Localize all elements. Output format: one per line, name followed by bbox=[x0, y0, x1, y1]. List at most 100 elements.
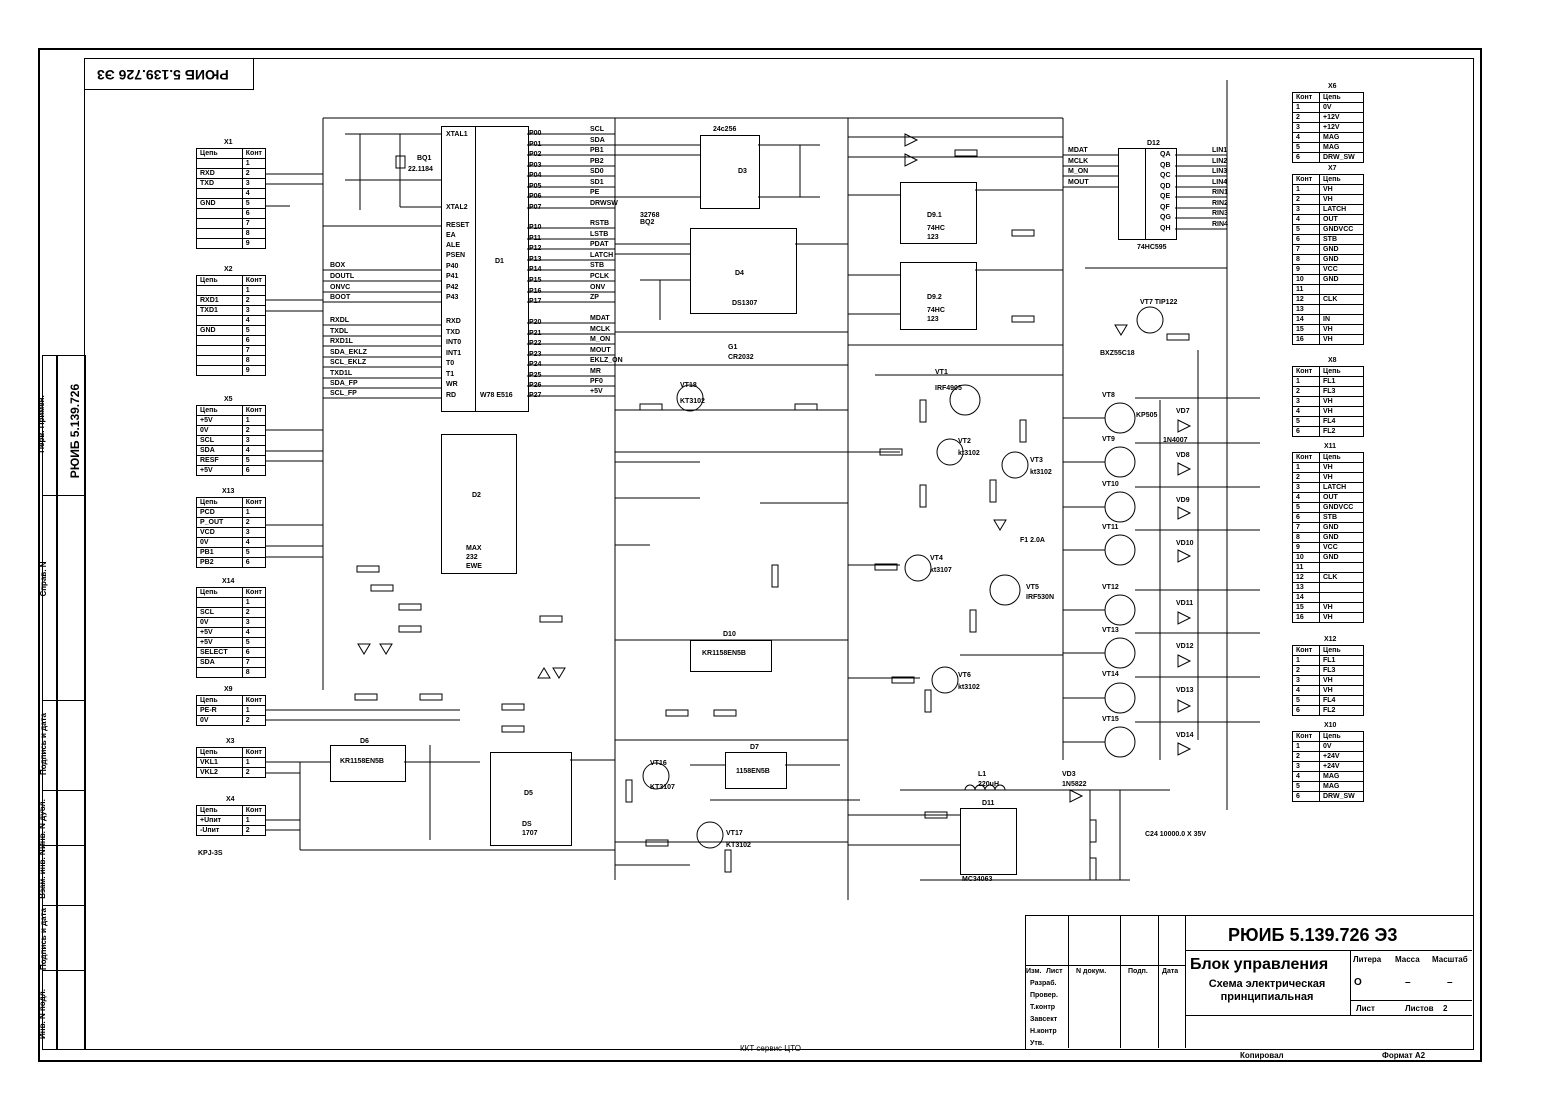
d1-net-right: PB2 bbox=[590, 158, 604, 165]
x1-r5n: 5 bbox=[241, 198, 267, 209]
d1-net-right: PDAT bbox=[590, 241, 609, 248]
x7-h1: Конт bbox=[1292, 174, 1320, 185]
chip-d3 bbox=[700, 135, 760, 209]
d10-ref: D10 bbox=[723, 631, 736, 638]
x7-r10c: GND bbox=[1319, 274, 1364, 285]
x3-h2: Конт bbox=[241, 747, 267, 758]
d12-pin: QD bbox=[1160, 183, 1171, 190]
x6-r1c: 0V bbox=[1319, 102, 1364, 113]
d1-pin-right: P06 bbox=[529, 193, 542, 200]
x7-r15c: VH bbox=[1319, 324, 1364, 335]
x1-r1c bbox=[196, 158, 243, 169]
x3-r1n: 1 bbox=[241, 757, 267, 768]
x13-r3n: 3 bbox=[241, 527, 267, 538]
x11-r1c: VH bbox=[1319, 462, 1364, 473]
d1-pin-left: WR bbox=[446, 381, 458, 388]
x7-r6n: 6 bbox=[1292, 234, 1320, 245]
d12-pin: QB bbox=[1160, 162, 1171, 169]
x7-r12c: CLK bbox=[1319, 294, 1364, 305]
x8-r1c: FL1 bbox=[1319, 376, 1364, 387]
d1-pin-right: P22 bbox=[529, 340, 542, 347]
x2-r3n: 3 bbox=[241, 305, 267, 316]
x11-h1: Конт bbox=[1292, 452, 1320, 463]
fet-label: VT13 bbox=[1102, 627, 1119, 634]
bq1-ref: BQ1 bbox=[417, 155, 432, 162]
x6-r6n: 6 bbox=[1292, 152, 1320, 163]
x11-r15c: VH bbox=[1319, 602, 1364, 613]
diode-label: VD14 bbox=[1176, 732, 1194, 739]
d1-net-left: RXD1L bbox=[330, 338, 353, 345]
vt1-label: VT1 IRF4905 bbox=[935, 369, 962, 392]
title-role: Т.контр bbox=[1030, 1004, 1056, 1011]
x4-r2c: -Uпит bbox=[196, 825, 243, 836]
d3-ref: D3 bbox=[738, 168, 747, 175]
flipped-number-box: РЮИБ 5.139.726 Э3 bbox=[84, 58, 254, 90]
chip-d9-2 bbox=[900, 262, 977, 330]
x13-h2: Конт bbox=[241, 497, 267, 508]
x10-r3c: +24V bbox=[1319, 761, 1364, 772]
side-stamp-column bbox=[56, 355, 86, 1050]
title-row-data: Дата bbox=[1162, 968, 1179, 975]
d6-part: KR1158EN5B bbox=[340, 758, 384, 765]
x1-h1: Цепь bbox=[196, 148, 243, 159]
x6-h2: Цепь bbox=[1319, 92, 1364, 103]
x13-r1c: PCD bbox=[196, 507, 243, 518]
x10-r5c: MAG bbox=[1319, 781, 1364, 792]
vt7-label: VT7 TIP122 bbox=[1140, 299, 1178, 306]
d1-pin-left: RD bbox=[446, 392, 457, 399]
title-copied: Копировал bbox=[1240, 1051, 1284, 1060]
diode-label: VD13 bbox=[1176, 687, 1194, 694]
x7-r14c: IN bbox=[1319, 314, 1364, 325]
x1-r3n: 3 bbox=[241, 178, 267, 189]
title-massa-value: – bbox=[1405, 977, 1411, 988]
x7-r5c: GNDVCC bbox=[1319, 224, 1364, 235]
title-doc-type: Схема электрическая принципиальная bbox=[1208, 978, 1326, 1003]
title-masshtab: Масштаб bbox=[1432, 955, 1468, 964]
title-masshtab-value: – bbox=[1447, 977, 1453, 988]
x14-r4n: 4 bbox=[241, 627, 267, 638]
x11-r3n: 3 bbox=[1292, 482, 1320, 493]
x12-r3n: 3 bbox=[1292, 675, 1320, 686]
d1-pin-right: P12 bbox=[529, 245, 542, 252]
x13-r4c: 0V bbox=[196, 537, 243, 548]
d4-ref: D4 bbox=[735, 270, 744, 277]
x14-r8c bbox=[196, 667, 243, 678]
fet-label: VT9 bbox=[1102, 436, 1115, 443]
d1-pin-right: P04 bbox=[529, 172, 542, 179]
x7-r11c bbox=[1319, 284, 1364, 295]
d9-1-part: 74HC 123 bbox=[927, 225, 945, 241]
d1-pin-right: P03 bbox=[529, 162, 542, 169]
vt16-label: VT16 KT3107 bbox=[650, 760, 675, 791]
d1-net-right: SCL bbox=[590, 126, 604, 133]
x14-ref: X14 bbox=[222, 578, 235, 585]
x2-r7c bbox=[196, 345, 243, 356]
x6-r2c: +12V bbox=[1319, 112, 1364, 123]
x12-r1c: FL1 bbox=[1319, 655, 1364, 666]
title-format: Формат А2 bbox=[1382, 1051, 1426, 1060]
x14-r3c: 0V bbox=[196, 617, 243, 628]
x11-r14n: 14 bbox=[1292, 592, 1320, 603]
chip-d10 bbox=[690, 640, 772, 672]
x6-r4c: MAG bbox=[1319, 132, 1364, 143]
fet-label: VT11 bbox=[1102, 524, 1119, 531]
x12-r6n: 6 bbox=[1292, 705, 1320, 716]
x14-r1c bbox=[196, 597, 243, 608]
d1-net-right: M_ON bbox=[590, 336, 611, 343]
side-div-5 bbox=[42, 905, 84, 906]
x7-r16c: VH bbox=[1319, 334, 1364, 345]
x8-r2n: 2 bbox=[1292, 386, 1320, 397]
bq2-label: 32768 BQ2 bbox=[640, 212, 660, 226]
title-drawing-number: РЮИБ 5.139.726 Э3 bbox=[1228, 925, 1398, 945]
d1-pin-left: INT0 bbox=[446, 339, 462, 346]
d1-pin-right: P23 bbox=[529, 351, 542, 358]
x10-r2c: +24V bbox=[1319, 751, 1364, 762]
x1-r2c: RXD bbox=[196, 168, 243, 179]
side-div-4 bbox=[42, 845, 84, 846]
x2-r1n: 1 bbox=[241, 285, 267, 296]
c24-label: C24 10000.0 X 35V bbox=[1145, 831, 1207, 838]
x14-r3n: 3 bbox=[241, 617, 267, 628]
d1-xtal1: XTAL1 bbox=[446, 131, 468, 138]
d1-net-right: LSTB bbox=[590, 231, 609, 238]
